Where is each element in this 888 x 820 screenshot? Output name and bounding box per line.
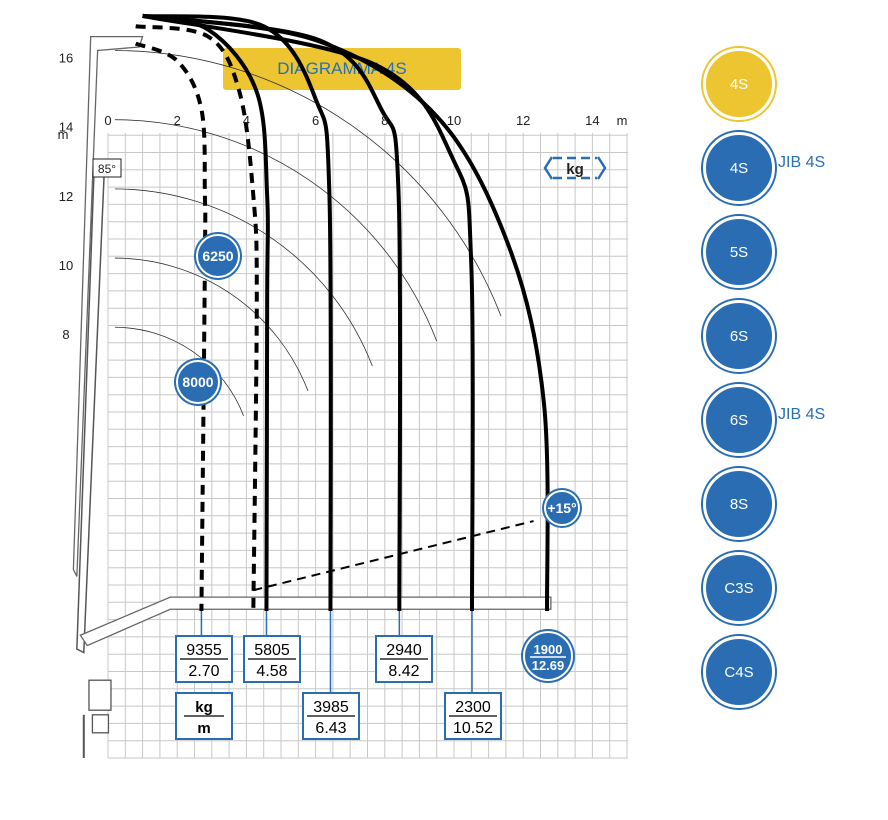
load-box-kg: 2300 bbox=[455, 699, 491, 716]
load-box-m: 2.70 bbox=[188, 663, 219, 680]
model-button-c3s[interactable]: C3S bbox=[703, 552, 775, 624]
model-button-4s[interactable]: 4S bbox=[703, 48, 775, 120]
angle-box bbox=[92, 158, 122, 178]
load-curve-2940 bbox=[142, 13, 403, 612]
load-curve-2300 bbox=[142, 13, 475, 612]
capacity-circle-6250-label: 6250 bbox=[202, 248, 233, 264]
x-tick-label: 14 bbox=[585, 113, 599, 128]
x-tick-label: 10 bbox=[447, 113, 461, 128]
end-capacity-circle-label-m: 12.69 bbox=[532, 658, 565, 673]
crane-silhouette bbox=[72, 35, 552, 758]
reach-arc bbox=[114, 50, 502, 317]
unit-badge-label: kg bbox=[566, 161, 584, 178]
load-box-m: 10.52 bbox=[453, 720, 493, 737]
capacity-circle-8000-label: 8000 bbox=[182, 374, 213, 390]
model-button-6s[interactable]: 6S bbox=[703, 300, 775, 372]
jib-angle-circle bbox=[544, 490, 580, 526]
crane-base bbox=[88, 679, 112, 711]
crane-boom-raised bbox=[72, 35, 144, 577]
y-tick-label: 12 bbox=[59, 189, 73, 204]
load-curve-1900 bbox=[142, 13, 550, 612]
load-box-m: 8.42 bbox=[388, 663, 419, 680]
reach-arc bbox=[114, 188, 373, 367]
jib-dashed-line bbox=[253, 520, 534, 592]
y-axis-unit: m bbox=[58, 127, 69, 142]
x-tick-label: 12 bbox=[516, 113, 530, 128]
crane-boom-horizontal bbox=[79, 596, 552, 647]
capacity-circle-6250 bbox=[196, 234, 240, 278]
jib-angle-circle-label: +15° bbox=[547, 500, 576, 516]
load-curves bbox=[134, 13, 550, 612]
crane-stabilizer bbox=[91, 714, 110, 734]
unit-badge-brackets bbox=[543, 156, 607, 180]
load-curve-8000 bbox=[134, 41, 208, 612]
load-box-m: 4.58 bbox=[256, 663, 287, 680]
x-tick-label: 8 bbox=[381, 113, 388, 128]
angle-box-label: 85° bbox=[98, 162, 116, 176]
model-button-c4s[interactable]: C4S bbox=[703, 636, 775, 708]
model-button-6s-jib[interactable]: 6S bbox=[703, 384, 775, 456]
load-box-m: 6.43 bbox=[315, 720, 346, 737]
load-box-kg: 2940 bbox=[386, 642, 422, 659]
load-box-kg: 3985 bbox=[313, 699, 349, 716]
y-tick-label: 8 bbox=[62, 327, 69, 342]
x-tick-label: 4 bbox=[243, 113, 250, 128]
legend-box-m: m bbox=[197, 720, 210, 737]
y-tick-label: 14 bbox=[59, 120, 73, 135]
load-curve-3985 bbox=[142, 13, 333, 612]
model-button-5s[interactable]: 5S bbox=[703, 216, 775, 288]
model-button-4s-jib[interactable]: 4S bbox=[703, 132, 775, 204]
legend-box-kg: kg bbox=[195, 699, 213, 716]
x-tick-label: 0 bbox=[104, 113, 111, 128]
end-capacity-circle-label-kg: 1900 bbox=[534, 642, 563, 657]
x-tick-label: 6 bbox=[312, 113, 319, 128]
y-tick-label: 10 bbox=[59, 258, 73, 273]
load-curve-5805 bbox=[142, 13, 270, 612]
reach-arc bbox=[114, 119, 438, 342]
capacity-circle-8000 bbox=[176, 360, 220, 404]
x-axis-unit: m bbox=[617, 113, 628, 128]
x-tick-label: 2 bbox=[174, 113, 181, 128]
model-button-8s[interactable]: 8S bbox=[703, 468, 775, 540]
jib-label: JIB 4S bbox=[778, 154, 826, 171]
load-box-kg: 9355 bbox=[186, 642, 222, 659]
reach-arc bbox=[114, 257, 309, 392]
load-curve-6250 bbox=[135, 24, 259, 612]
reach-arcs bbox=[114, 50, 502, 417]
end-capacity-circle bbox=[523, 631, 573, 681]
jib-label: JIB 4S bbox=[778, 406, 826, 423]
reach-arc bbox=[114, 326, 245, 417]
load-box-kg: 5805 bbox=[254, 642, 290, 659]
y-tick-label: 16 bbox=[59, 50, 73, 65]
